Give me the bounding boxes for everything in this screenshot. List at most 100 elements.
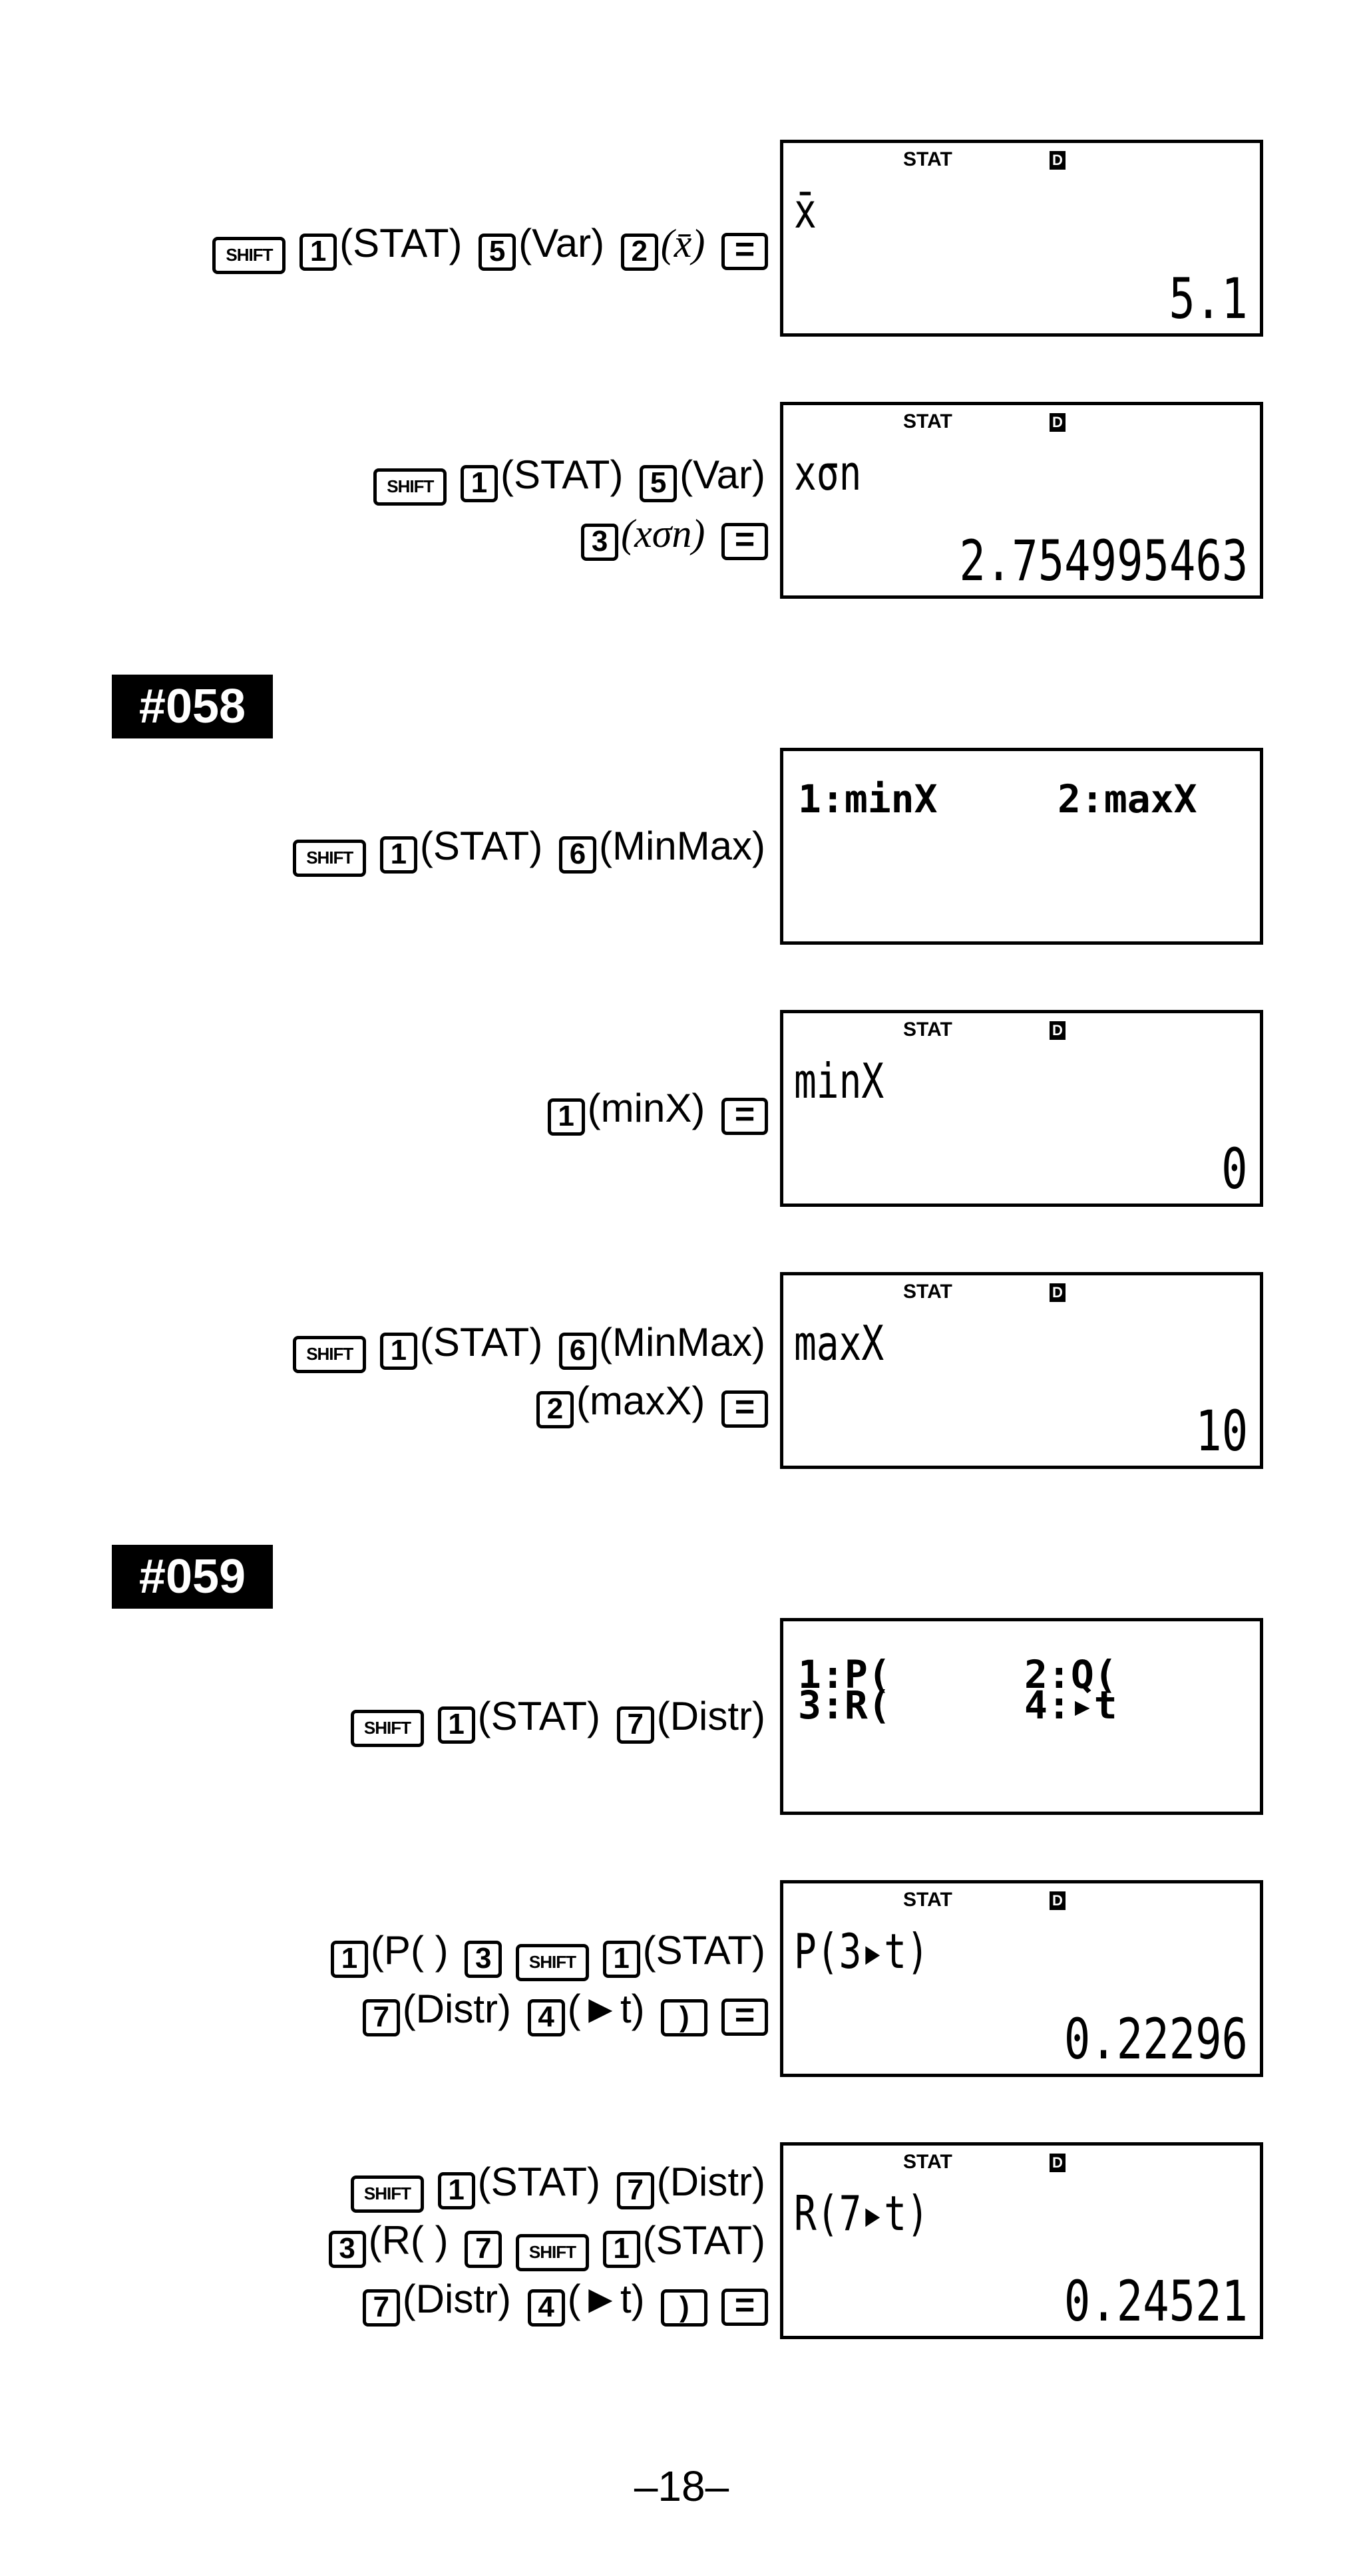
key-sequence: SHIFT 1(STAT) 6(MinMax) (292, 818, 769, 877)
key-1: 1 (299, 234, 337, 271)
display-expression: x̄ (794, 183, 817, 239)
calculator-display-menu: 1:P( 2:Q( 3:R( 4:▸t (780, 1618, 1263, 1815)
display-result: 0.22296 (1064, 2007, 1248, 2072)
equals-key: = (721, 1390, 768, 1428)
equals-key: = (721, 1097, 768, 1135)
display-expression: minX (794, 1053, 884, 1109)
shift-key: SHIFT (350, 2175, 424, 2213)
label-stat: (STAT) (642, 2218, 765, 2263)
key-7: 7 (362, 2289, 400, 2327)
key-sequence: SHIFT 1(STAT) 7(Distr) (349, 1689, 769, 1747)
calculator-display-menu: 1:minX 2:maxX (780, 748, 1263, 945)
key-sequence: SHIFT 1(STAT) 6(MinMax) 2(maxX) = (292, 1315, 769, 1429)
label-p-open: (P( ) (370, 1928, 449, 1973)
stat-indicator: STAT (903, 1281, 952, 1303)
key-6: 6 (559, 836, 596, 874)
key-5: 5 (640, 465, 678, 502)
key-sequence: SHIFT 1(STAT) 5(Var) 2(x̄) = (211, 216, 769, 274)
label-maxx: (maxX) (576, 1378, 705, 1423)
stat-indicator: STAT (903, 148, 952, 170)
menu-item-r: 3:R( (798, 1683, 891, 1728)
display-expression: xσn (794, 445, 862, 501)
key-5: 5 (479, 234, 516, 271)
shift-key: SHIFT (515, 2234, 589, 2271)
key-7: 7 (465, 2231, 502, 2268)
key-sequence: SHIFT 1(STAT) 7(Distr) 3(R( ) 7 SHIFT 1(… (327, 2154, 769, 2327)
section-tag-058: #058 (112, 675, 273, 738)
display-result: 0.24521 (1064, 2269, 1248, 2334)
key-1: 1 (602, 1941, 640, 1978)
section-tag-059: #059 (112, 1545, 273, 1609)
label-stat: (STAT) (339, 221, 463, 265)
label-xbar: (x̄) (660, 222, 705, 265)
calculator-display: maxX STAT D 10 (780, 1272, 1263, 1469)
key-4: 4 (527, 1999, 565, 2036)
calculator-display: xσn STAT D 2.754995463 (780, 402, 1263, 599)
shift-key: SHIFT (515, 1944, 589, 1981)
label-stat: (STAT) (500, 452, 624, 497)
key-1: 1 (379, 1333, 417, 1370)
degree-indicator: D (1050, 2154, 1066, 2172)
shift-key: SHIFT (293, 840, 367, 877)
stat-indicator: STAT (903, 2151, 952, 2173)
menu-item-maxx: 2:maxX (1058, 776, 1197, 822)
calculator-display: x̄ STAT D 5.1 (780, 140, 1263, 337)
key-1: 1 (547, 1098, 585, 1136)
key-1: 1 (379, 836, 417, 874)
shift-key: SHIFT (350, 1710, 424, 1747)
shift-key: SHIFT (293, 1336, 367, 1373)
key-1: 1 (437, 2172, 475, 2209)
label-stat: (STAT) (419, 1320, 543, 1365)
equals-key: = (721, 2288, 768, 2326)
degree-indicator: D (1050, 151, 1066, 170)
display-result: 2.754995463 (959, 528, 1248, 593)
label-t-arrow: (►t) (567, 1987, 645, 2031)
label-stat: (STAT) (477, 1694, 601, 1738)
calculator-display: minX STAT D 0 (780, 1010, 1263, 1207)
calculator-display: R(7▸t) STAT D 0.24521 (780, 2142, 1263, 2339)
key-7: 7 (616, 2172, 654, 2209)
key-1: 1 (602, 2231, 640, 2268)
label-distr: (Distr) (402, 2277, 511, 2321)
key-6: 6 (559, 1333, 596, 1370)
key-1: 1 (437, 1706, 475, 1744)
key-2: 2 (620, 234, 658, 271)
menu-item-p: 1:P( (798, 1652, 891, 1697)
key-2: 2 (536, 1391, 574, 1428)
label-minmax: (MinMax) (599, 824, 765, 868)
key-1: 1 (330, 1941, 368, 1978)
display-result: 10 (1195, 1398, 1248, 1464)
key-4: 4 (527, 2289, 565, 2327)
label-t-arrow: (►t) (567, 2277, 645, 2321)
label-minmax: (MinMax) (599, 1320, 765, 1365)
display-expression: maxX (794, 1315, 884, 1371)
key-sequence: 1(P( ) 3 SHIFT 1(STAT) 7(Distr) 4(►t) ) … (329, 1923, 769, 2037)
label-distr: (Distr) (656, 2160, 765, 2204)
label-stat: (STAT) (642, 1928, 765, 1973)
label-var: (Var) (518, 221, 605, 265)
label-distr: (Distr) (402, 1987, 511, 2031)
display-expression: P(3▸t) (794, 1923, 929, 1979)
key-sequence: 1(minX) = (546, 1080, 769, 1136)
label-stat: (STAT) (477, 2160, 601, 2204)
display-result: 0 (1221, 1136, 1248, 1202)
label-stat: (STAT) (419, 824, 543, 868)
label-xsn: (xσn) (621, 512, 705, 556)
key-3: 3 (328, 2231, 366, 2268)
degree-indicator: D (1050, 1021, 1066, 1040)
close-paren-key: ) (661, 1999, 708, 2036)
key-3: 3 (465, 1941, 502, 1978)
key-7: 7 (362, 1999, 400, 2036)
shift-key: SHIFT (373, 468, 447, 506)
key-1: 1 (461, 465, 498, 502)
degree-indicator: D (1050, 1283, 1066, 1302)
menu-item-t: 4:▸t (1024, 1683, 1117, 1728)
key-3: 3 (581, 524, 619, 561)
calculator-display: P(3▸t) STAT D 0.22296 (780, 1880, 1263, 2077)
menu-item-q: 2:Q( (1024, 1652, 1117, 1697)
label-r-open: (R( ) (368, 2218, 449, 2263)
label-var: (Var) (680, 452, 765, 497)
menu-item-minx: 1:minX (798, 776, 938, 822)
close-paren-key: ) (661, 2289, 708, 2327)
stat-indicator: STAT (903, 410, 952, 432)
